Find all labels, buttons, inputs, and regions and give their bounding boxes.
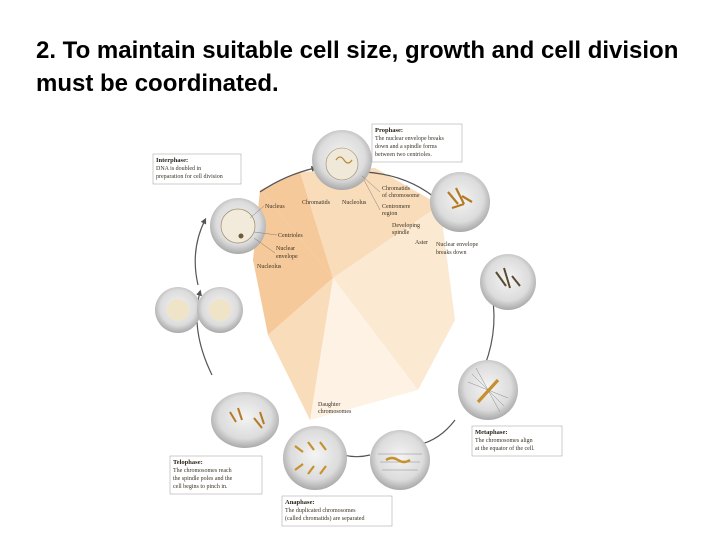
cell-daughters <box>155 287 243 333</box>
telophase-line3: cell begins to pinch in. <box>173 484 228 490</box>
title-part: and <box>484 37 541 64</box>
label-nucleolus-left: Nucleolus <box>257 264 282 270</box>
cell-cycle-figure: Nucleus Centrioles Nuclear envelope Nucl… <box>150 120 570 532</box>
telophase-heading: Telophase: <box>173 459 203 466</box>
caption-metaphase: Metaphase: The chromosomes align at the … <box>471 425 563 457</box>
prophase-heading: Prophase: <box>375 127 403 134</box>
cell-interphase <box>210 198 266 254</box>
title-part-bold: growth <box>405 37 485 64</box>
interphase-line2: preparation for cell division <box>156 173 223 180</box>
interphase-line1: DNA is doubled in <box>156 166 201 172</box>
cell-anaphase <box>370 430 430 490</box>
label-chromatids-of-1: Chromatids <box>382 186 411 192</box>
title-part-bold: cell division <box>541 37 679 64</box>
label-chromatids-of-2: of chromosome <box>382 192 420 199</box>
telophase-line2: the spindle poles and the <box>173 476 233 482</box>
title-part: must be <box>36 70 135 97</box>
label-developing-1: Developing <box>392 223 420 229</box>
label-nuc-breaks-2: breaks down <box>436 250 467 256</box>
label-chromatids: Chromatids <box>302 200 331 206</box>
caption-anaphase: Anaphase: The duplicated chromosomes (ca… <box>281 495 393 527</box>
cell-prometaphase <box>480 254 536 310</box>
prophase-line1: The nuclear envelope breaks <box>375 136 444 142</box>
cell-late-prophase <box>430 172 490 232</box>
prophase-line3: between two centrioles. <box>375 152 432 158</box>
label-nuc-breaks-1: Nuclear envelope <box>436 242 478 248</box>
label-centromere-2: region <box>382 211 397 217</box>
metaphase-line2: at the equator of the cell. <box>475 445 535 452</box>
telophase-line1: The chromosomes reach <box>173 468 232 474</box>
interphase-heading: Interphase: <box>156 157 188 164</box>
inner-labels: Nucleus Centrioles Nuclear envelope Nucl… <box>257 186 478 415</box>
title-part: . <box>272 70 279 97</box>
label-nuclear-2: envelope <box>276 254 298 260</box>
title-part-bold: coordinated <box>134 70 273 97</box>
cell-prophase <box>312 130 372 190</box>
wedge-interphase <box>260 172 333 278</box>
wedge-interphase-lower <box>253 190 333 335</box>
arrow-interphase-prophase <box>259 165 318 193</box>
cell-cycle-diagram: Nucleus Centrioles Nuclear envelope Nucl… <box>152 123 563 527</box>
label-daughter-2: chromosomes <box>318 409 352 415</box>
phase-wedges <box>253 168 455 420</box>
arrow-metaphase-anaphase <box>415 419 456 448</box>
label-developing-2: spindle <box>392 230 410 236</box>
wedge-anaphase <box>310 278 418 420</box>
label-centrioles: Centrioles <box>278 233 303 239</box>
label-nucleolus-top: Nucleolus <box>342 200 367 206</box>
cell-telophase <box>211 392 279 448</box>
wedge-prophase <box>300 168 440 278</box>
label-centromere-1: Centromere <box>382 204 411 210</box>
caption-prophase: Prophase: The nuclear envelope breaks do… <box>371 123 463 163</box>
anaphase-line1: The duplicated chromosomes <box>285 508 356 514</box>
slide-title: 2. To maintain suitable cell size, growt… <box>36 34 696 100</box>
wedge-telophase <box>268 278 333 420</box>
title-part: 2. To maintain suitable cell size, <box>36 37 405 64</box>
label-nucleus: Nucleus <box>265 204 285 210</box>
cell-anaphase-2 <box>283 426 347 490</box>
prophase-line2: down and a spindle forms <box>375 143 438 150</box>
cell-metaphase <box>458 360 518 420</box>
arrow-split-up <box>194 217 207 286</box>
caption-interphase: Interphase: DNA is doubled in preparatio… <box>152 153 242 185</box>
label-pointers <box>249 175 381 254</box>
anaphase-line2: (called chromatids) are separated <box>285 515 364 522</box>
label-daughter-1: Daughter <box>318 402 340 408</box>
anaphase-heading: Anaphase: <box>285 499 315 506</box>
metaphase-line1: The chromosomes align <box>475 438 533 444</box>
metaphase-heading: Metaphase: <box>475 429 508 436</box>
label-aster: Aster <box>415 240 428 246</box>
caption-telophase: Telophase: The chromosomes reach the spi… <box>169 455 263 495</box>
wedge-metaphase <box>333 205 455 390</box>
label-nuclear-1: Nuclear <box>276 246 295 252</box>
